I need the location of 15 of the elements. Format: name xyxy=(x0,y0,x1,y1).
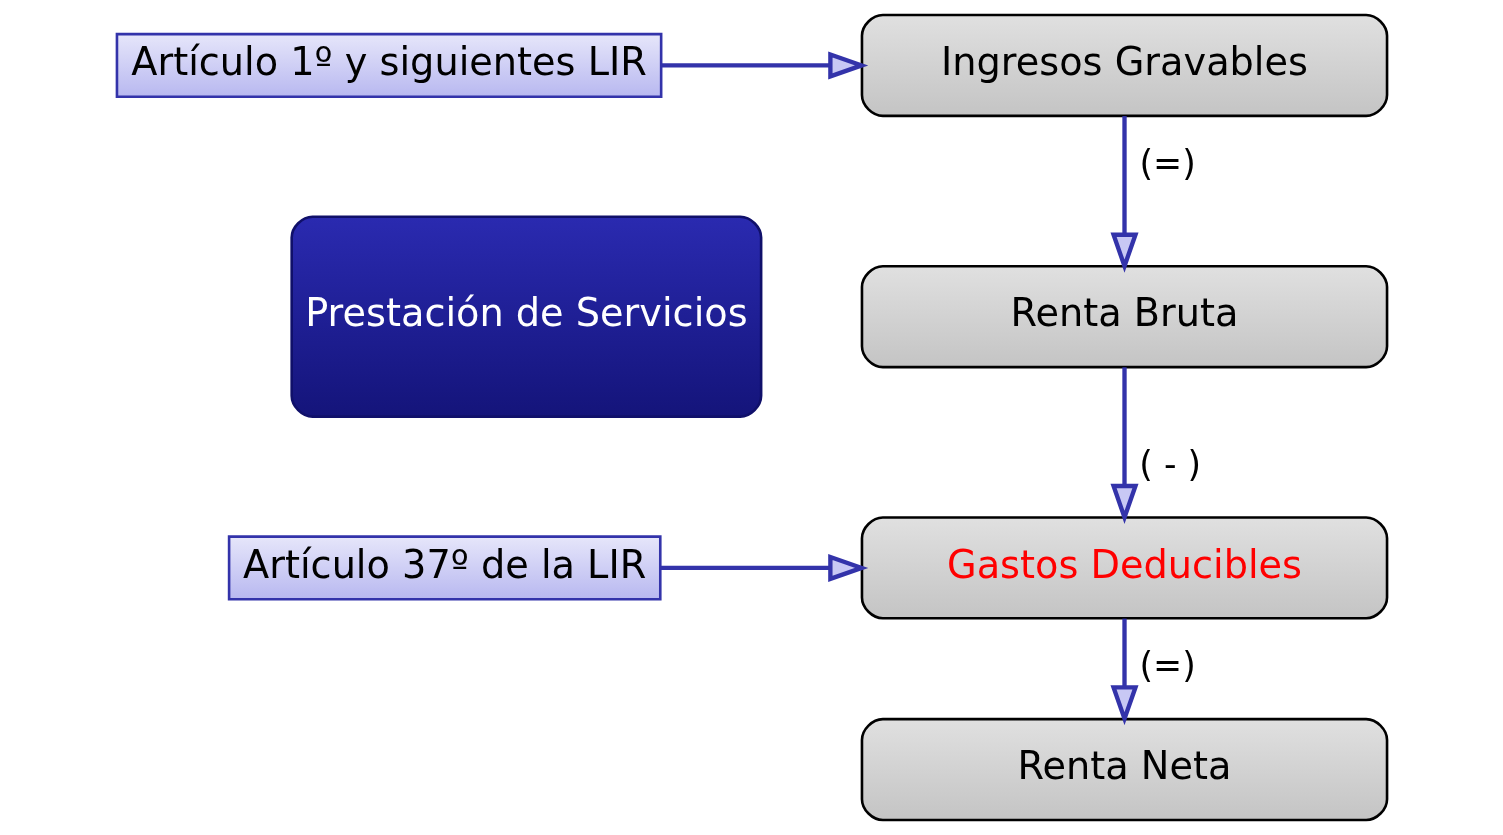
edge-label: ( - ) xyxy=(1138,443,1201,484)
arrow xyxy=(1110,618,1139,726)
arrow xyxy=(1110,116,1139,273)
node-box: Artículo 1º y siguientes LIR xyxy=(115,32,662,99)
node-box: Ingresos Gravables xyxy=(860,13,1388,118)
node-box: Artículo 37º de la LIR xyxy=(227,535,662,601)
node-box: Renta Bruta xyxy=(860,264,1388,369)
arrow xyxy=(660,51,868,80)
arrow xyxy=(1110,367,1139,524)
edge-label: (=) xyxy=(1139,142,1196,183)
node-box: Renta Neta xyxy=(860,717,1388,822)
edge-label: (=) xyxy=(1139,645,1196,686)
node-box: Prestación de Servicios xyxy=(289,215,762,418)
node-box: Gastos Deducibles xyxy=(860,516,1388,620)
arrow xyxy=(659,553,868,582)
